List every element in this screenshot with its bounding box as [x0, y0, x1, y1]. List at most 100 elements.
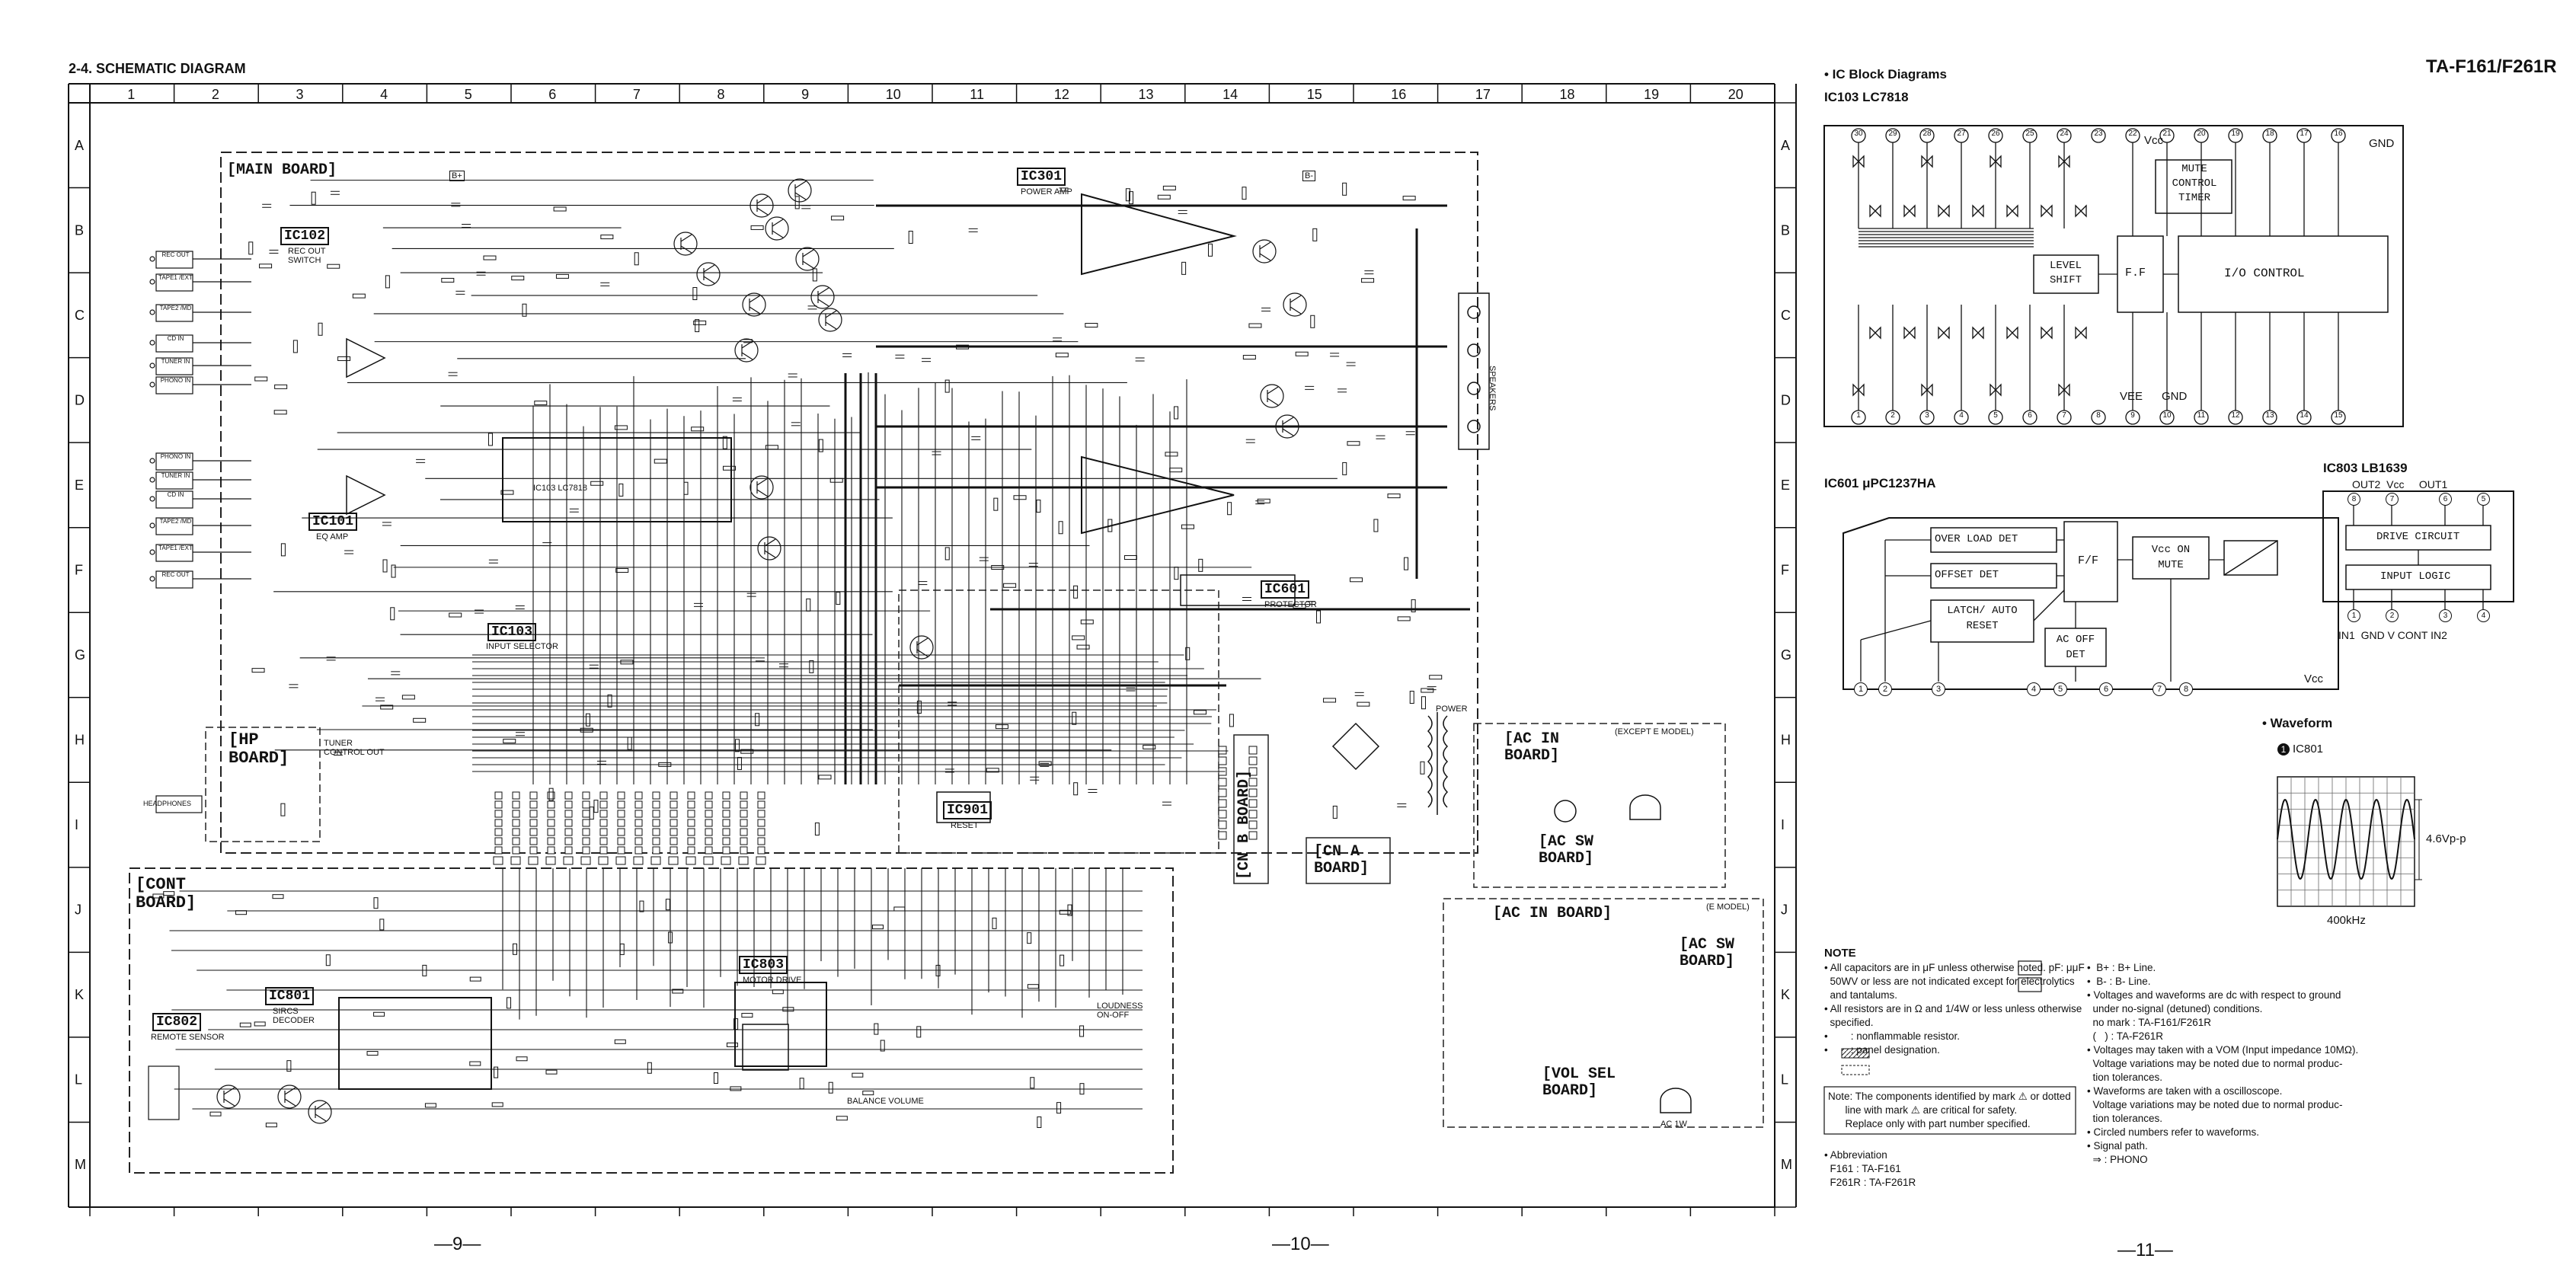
cn-a-board-label: [CN A BOARD] — [1314, 843, 1369, 877]
grid-row-label-left: J — [75, 902, 81, 918]
ic103-gnd-top-label: GND — [2369, 137, 2395, 150]
grid-row-label-left: E — [75, 478, 84, 493]
jack-box — [155, 357, 193, 375]
grid-column-label: 16 — [1391, 87, 1406, 102]
speakers-label: SPEAKERS — [1488, 366, 1497, 411]
ic-block-title: • IC Block Diagrams — [1824, 67, 1947, 81]
ic103-top-pin: 23 — [2094, 129, 2103, 138]
input-logic-block: INPUT LOGIC — [2380, 570, 2451, 583]
grid-column-label: 14 — [1222, 87, 1238, 102]
grid-row-label-left: L — [75, 1072, 82, 1088]
grid-column-label: 4 — [380, 87, 388, 102]
ic103-bottom-pin: 15 — [2334, 411, 2343, 420]
ic301-desc: POWER AMP — [1021, 187, 1072, 196]
grid-column-label: 3 — [296, 87, 304, 102]
ic801-desc: SIRCS DECODER — [273, 1007, 315, 1025]
ic103-top-pin: 26 — [1991, 129, 2000, 138]
ic901-desc: RESET — [951, 821, 979, 830]
jack-box — [155, 273, 193, 292]
ic103-gnd-bot-label: GND — [2162, 390, 2188, 403]
jack-label: CD IN — [167, 335, 184, 342]
ic103-bottom-pin: 8 — [2096, 411, 2101, 420]
ic601-pin: 4 — [2027, 682, 2041, 696]
balance-label: BALANCE VOLUME — [847, 1097, 924, 1106]
hp-board-label: [HP BOARD] — [229, 730, 289, 768]
except-e-label: (EXCEPT E MODEL) — [1615, 727, 1694, 736]
jack-box — [155, 517, 193, 535]
ic601-pin: 7 — [2153, 682, 2166, 696]
note-line: no mark : TA-F161/F261R — [2087, 1017, 2212, 1028]
model-title: TA-F161/F261R — [2426, 56, 2557, 77]
grid-row-label-left: H — [75, 733, 85, 748]
acoff-block: AC OFF DET — [2056, 634, 2095, 661]
ic803-pin: 6 — [2439, 493, 2452, 506]
note-line: ⇒ : PHONO — [2087, 1154, 2148, 1165]
jack-box — [155, 304, 193, 322]
note-line: • Voltages and waveforms are dc with res… — [2087, 989, 2341, 1001]
note-line: tion tolerances. — [2087, 1072, 2163, 1083]
jack-label: TUNER IN — [161, 358, 190, 365]
note-line: F261R : TA-F261R — [1824, 1177, 1916, 1188]
ac-line-label: AC 1W — [1660, 1120, 1687, 1129]
ac-sw-board-e-label: [AC SW BOARD] — [1680, 936, 1735, 970]
ic601-pin: 5 — [2053, 682, 2067, 696]
jack-label: REC OUT — [161, 251, 190, 258]
grid-row-label-left: F — [75, 562, 83, 577]
ic901-label: IC901 — [943, 801, 992, 819]
ic601-pin: 8 — [2179, 682, 2193, 696]
grid-column-label: 17 — [1475, 87, 1491, 102]
ic103-bottom-pin: 12 — [2231, 411, 2240, 420]
waveform-ic-name: IC801 — [2293, 743, 2324, 756]
ac-sw-board-label: [AC SW BOARD] — [1539, 833, 1594, 867]
jack-box — [155, 471, 193, 490]
io-control-block: I/O CONTROL — [2224, 267, 2305, 280]
page-number-11: —11— — [2117, 1240, 2173, 1260]
grid-column-label: 10 — [886, 87, 901, 102]
note-line: ( ) : TA-F261R — [2087, 1030, 2164, 1042]
note-line: Note: The components identified by mark … — [1828, 1091, 2071, 1102]
ic103-part-label: IC103 LC7818 — [533, 484, 587, 493]
grid-column-label: 19 — [1644, 87, 1659, 102]
grid-row-label-right: M — [1781, 1157, 1792, 1172]
ic103-top-pin: 16 — [2334, 129, 2343, 138]
ic803-pin: 5 — [2477, 493, 2490, 506]
vol-sel-board-label: [VOL SEL BOARD] — [1542, 1065, 1616, 1100]
power-label: POWER — [1436, 704, 1468, 714]
ic103-top-pin: 19 — [2231, 129, 2240, 138]
ic601-pin: 6 — [2099, 682, 2113, 696]
ic601-desc: PROTECTOR — [1264, 600, 1317, 609]
grid-row-label-right: E — [1781, 478, 1790, 493]
grid-row-label-right: D — [1781, 392, 1791, 407]
note-line: • All capacitors are in μF unless otherw… — [1824, 962, 2085, 973]
grid-row-label-right: J — [1781, 902, 1788, 918]
note-line: under no-signal (detuned) conditions. — [2087, 1003, 2263, 1014]
ic103-top-pin: 29 — [1888, 129, 1897, 138]
grid-column-label: 1 — [127, 87, 135, 102]
ic101-label: IC101 — [308, 513, 358, 531]
ic103-vee-label: VEE — [2120, 390, 2143, 403]
page-number-10: —10— — [1272, 1234, 1329, 1254]
grid-row-label-right: F — [1781, 562, 1789, 577]
ic802-label: IC802 — [152, 1013, 202, 1031]
drive-circuit-block: DRIVE CIRCUIT — [2376, 531, 2460, 543]
ic103-top-pin: 22 — [2128, 129, 2137, 138]
grid-row-label-left: C — [75, 308, 85, 323]
ic103-top-pin: 28 — [1922, 129, 1932, 138]
main-board-label: [MAIN BOARD] — [227, 161, 337, 179]
ic103-bottom-pin: 6 — [2028, 411, 2032, 420]
headphones-label: HEADPHONES — [143, 800, 192, 807]
note-line: • B- : B- Line. — [2087, 976, 2151, 987]
ic601-label: IC601 — [1261, 580, 1310, 599]
jack-box — [155, 334, 193, 353]
ic103-vcc-label: Vcc — [2144, 134, 2164, 147]
ic103-top-pin: 27 — [1957, 129, 1966, 138]
bminus-ref: B- — [1302, 171, 1315, 181]
loudness-label: LOUDNESS ON-OFF — [1097, 1001, 1143, 1020]
ic103-top-pin: 18 — [2265, 129, 2274, 138]
note-line: • Abbreviation — [1824, 1149, 1887, 1161]
ic601-pin: 2 — [1878, 682, 1892, 696]
offset-block: OFFSET DET — [1935, 569, 1999, 581]
tuner-control-label: TUNER CONTROL OUT — [324, 739, 385, 757]
